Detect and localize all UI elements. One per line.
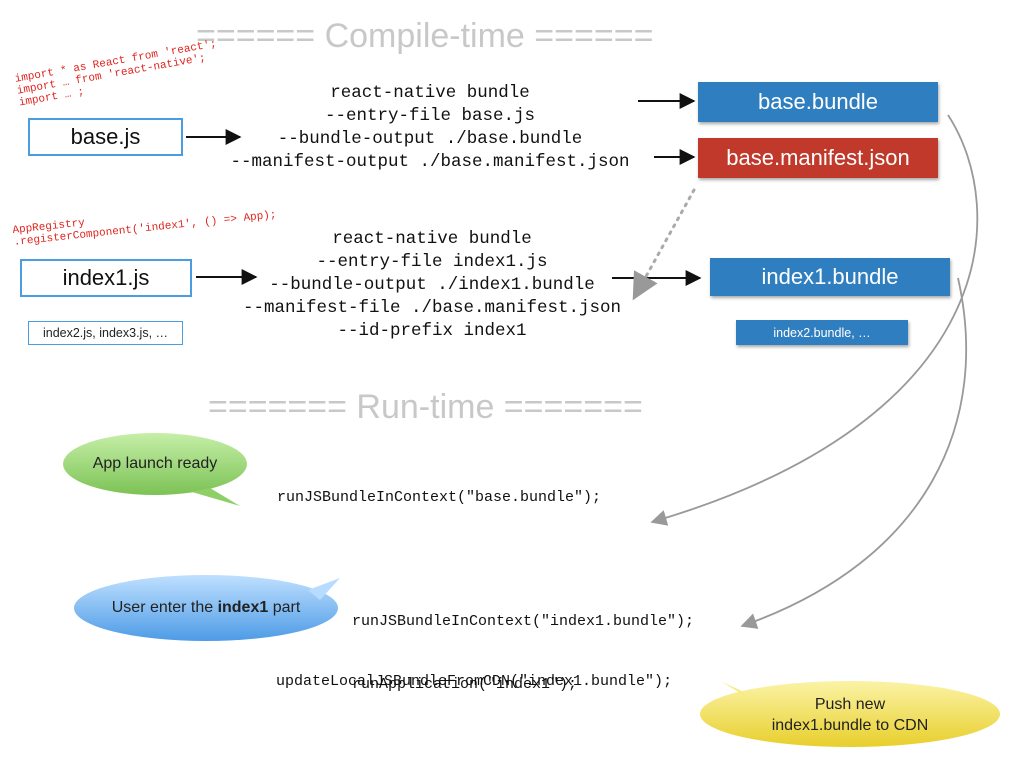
command-index1-bundle: react-native bundle --entry-file index1.… (222, 228, 642, 343)
command-line: react-native bundle (332, 229, 532, 249)
file-base-js: base.js (28, 118, 183, 156)
bubble-push-cdn-line: Push new (814, 696, 886, 713)
command-line: --id-prefix index1 (337, 321, 527, 341)
code-run-index1: runJSBundleInContext("index1.bundle"); r… (352, 569, 694, 716)
bubble-app-launch-shape (63, 433, 247, 506)
command-line: --entry-file base.js (324, 106, 536, 126)
file-index1-js: index1.js (20, 259, 192, 297)
output-index1-bundle: index1.bundle (710, 258, 950, 296)
file-other-js: index2.js, index3.js, … (28, 321, 183, 345)
heading-run-time: ======= Run-time ======= (208, 388, 643, 426)
bubble-user-enter-suffix: part (268, 599, 301, 616)
command-line: --bundle-output ./index1.bundle (269, 275, 595, 295)
command-line: --manifest-file ./base.manifest.json (242, 298, 622, 318)
command-line: --entry-file index1.js (316, 252, 548, 272)
bubble-push-cdn: Push new index1.bundle to CDN (700, 692, 1000, 738)
dotted-arrow-manifest-reference (632, 188, 696, 301)
output-other-bundles: index2.bundle, … (736, 320, 908, 345)
output-base-bundle: base.bundle (698, 82, 938, 122)
command-line: react-native bundle (330, 83, 530, 103)
bubble-user-enter-bold: index1 (217, 599, 269, 616)
bubble-user-enter-shape (74, 575, 340, 641)
bubble-user-enter-prefix: User enter the (111, 599, 218, 616)
command-line: --manifest-output ./base.manifest.json (230, 152, 630, 172)
bubble-push-cdn-line: index1.bundle to CDN (771, 717, 929, 734)
command-line: --bundle-output ./base.bundle (277, 129, 583, 149)
output-base-manifest: base.manifest.json (698, 138, 938, 178)
heading-compile-time: ====== Compile-time ====== (196, 17, 654, 55)
bubble-user-enter: User enter the index1 part (74, 592, 338, 624)
code-line: runJSBundleInContext("index1.bundle"); (352, 613, 695, 630)
curve-arrow-index1-bundle-to-runtime (740, 277, 968, 629)
code-line: runApplication("index1"); (352, 676, 578, 693)
command-base-bundle: react-native bundle --entry-file base.js… (220, 82, 640, 174)
code-run-base-bundle: runJSBundleInContext("base.bundle"); (277, 489, 602, 506)
bubble-app-launch: App launch ready (92, 455, 218, 472)
code-update-from-cdn: updateLocalJSBundleFromCDN("index1.bundl… (276, 673, 673, 690)
curve-arrow-base-bundle-to-runtime (650, 114, 979, 526)
bubble-push-cdn-shape (700, 681, 1000, 747)
